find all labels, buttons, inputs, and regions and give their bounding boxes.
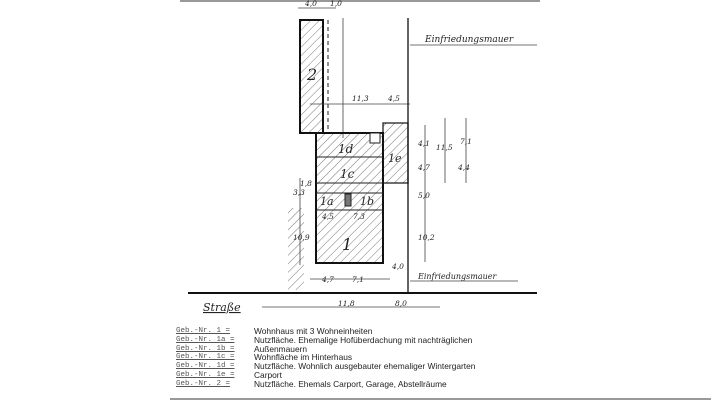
dim-label: 10,2 <box>418 233 435 242</box>
dim-label: 11,8 <box>338 299 355 308</box>
dim-label: 4,4 <box>457 163 470 172</box>
legend-code: Geb.-Nr. 1d = <box>176 362 235 371</box>
legend-code: Geb.-Nr. 2 = <box>176 379 231 388</box>
legend-code: Geb.-Nr. 1c = <box>176 353 235 362</box>
label-building-1: 1 <box>342 235 352 254</box>
dim-label: 4,7 <box>417 163 430 172</box>
dim-label: 4,5 <box>321 212 334 221</box>
label-building-1a: 1a <box>320 195 334 208</box>
dim-label: 4,1 <box>417 139 430 148</box>
dim-label: 10,9 <box>293 233 310 242</box>
building-2 <box>299 19 324 134</box>
legend: Geb.-Nr. 1 = Wohnhaus mit 3 Wohneinheiten… <box>176 327 475 389</box>
legend-text: Nutzfläche. Ehemalige Hofüberdachung mit… <box>254 334 473 345</box>
dim-label: 4,0 <box>304 0 317 8</box>
wall-label-bottom: Einfriedungsmauer <box>417 272 498 281</box>
dim-label: 7,3 <box>353 212 365 221</box>
dim-label: 8,0 <box>395 299 407 308</box>
neighbor-hatch <box>288 208 304 290</box>
dim-label: 7,1 <box>460 137 472 146</box>
dim-label: 4,5 <box>387 94 400 103</box>
dim-label: 4,0 <box>391 262 404 271</box>
legend-code: Geb.-Nr. 1e = <box>176 370 235 379</box>
legend-text: Wohnfläche im Hinterhaus <box>254 352 353 363</box>
label-building-1c: 1c <box>340 167 355 181</box>
dim-label: 11,3 <box>352 94 369 103</box>
legend-text: Carport <box>254 369 282 380</box>
legend-row: Geb.-Nr. 1a = Nutzfläche. Ehemalige Hofüb… <box>176 334 475 345</box>
street-label: Straße <box>203 301 241 314</box>
wall-label-top: Einfriedungsmauer <box>424 35 514 45</box>
legend-row: Geb.-Nr. 2 = Nutzfläche. Ehemals Carport,… <box>176 378 475 389</box>
legend-row: Geb.-Nr. 1 = Wohnhaus mit 3 Wohneinheiten <box>176 327 475 336</box>
dim-label: 4,7 <box>321 275 334 284</box>
building-1e <box>382 122 409 184</box>
label-building-1e: 1e <box>388 152 402 165</box>
legend-text: Nutzfläche. Wohnlich ausgebauter ehemali… <box>254 361 476 372</box>
dim-label: 11,5 <box>436 143 453 152</box>
chimney <box>344 193 352 207</box>
dim-label: 1,8 <box>300 179 312 188</box>
label-building-1d: 1d <box>338 142 354 156</box>
legend-row: Geb.-Nr. 1b = Außenmauern <box>176 343 475 354</box>
legend-text: Wohnhaus mit 3 Wohneinheiten <box>254 326 373 336</box>
dim-label: 7,1 <box>352 275 364 284</box>
dim-label: 3,3 <box>293 188 305 197</box>
dim-label: 1,0 <box>330 0 342 8</box>
legend-row: Geb.-Nr. 1c = Wohnfläche im Hinterhaus <box>176 353 475 362</box>
legend-row: Geb.-Nr. 1d = Nutzfläche. Wohnlich ausgeb… <box>176 362 475 371</box>
dim-label: 5,0 <box>418 191 430 200</box>
label-building-1b: 1b <box>360 195 374 208</box>
legend-code: Geb.-Nr. 1a = <box>176 335 235 344</box>
legend-text: Nutzfläche. Ehemals Carport, Garage, Abs… <box>254 378 447 389</box>
label-building-2: 2 <box>306 65 317 84</box>
legend-text: Außenmauern <box>254 343 308 354</box>
legend-row: Geb.-Nr. 1e = Carport <box>176 371 475 380</box>
legend-code: Geb.-Nr. 1b = <box>176 344 235 353</box>
legend-code: Geb.-Nr. 1 = <box>176 327 231 335</box>
